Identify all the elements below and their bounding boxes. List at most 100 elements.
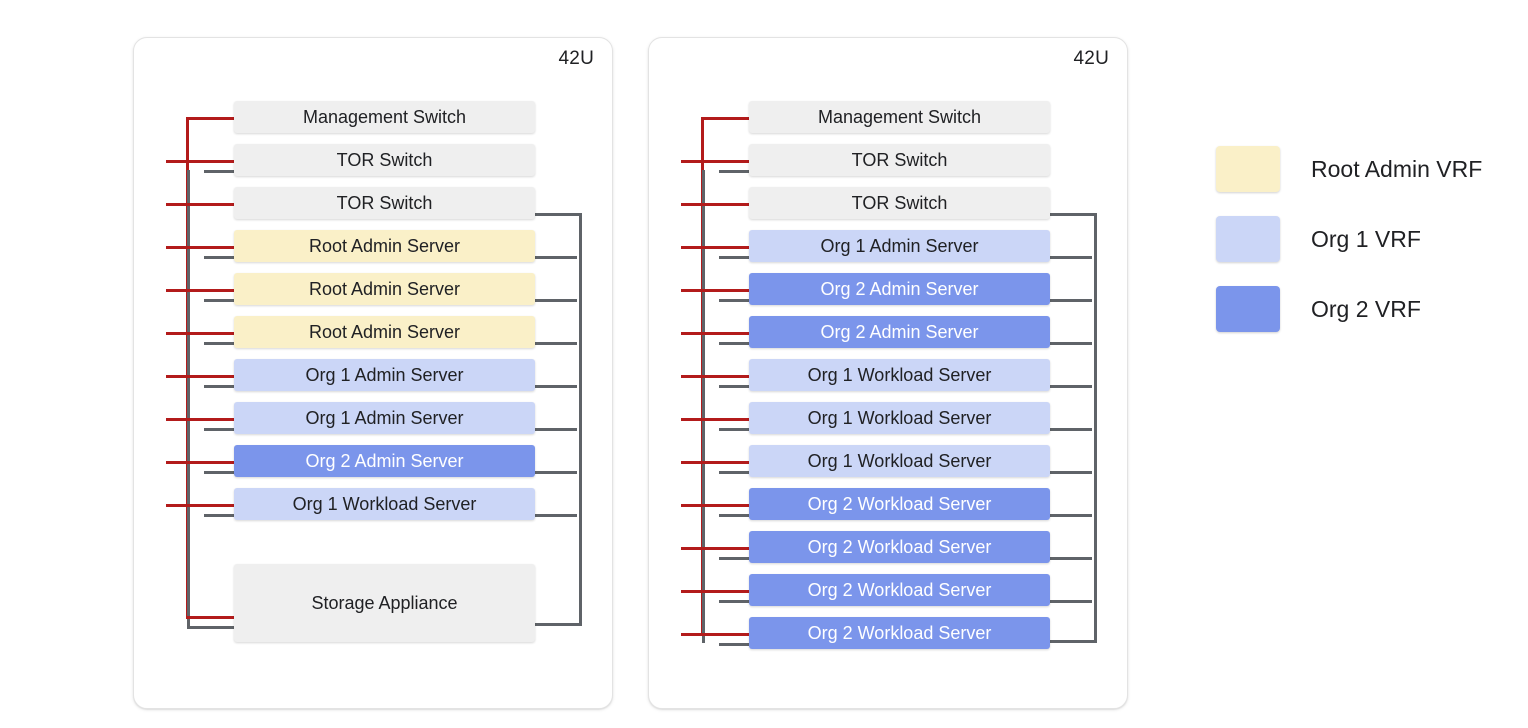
- device-box[interactable]: Management Switch: [234, 101, 535, 133]
- device-box[interactable]: Root Admin Server: [234, 230, 535, 262]
- rack-right-power-lead-4: [681, 289, 749, 292]
- device-label: Org 1 Workload Server: [807, 408, 992, 428]
- rack-left-power-lead-2: [166, 203, 234, 206]
- rack-right-data-lead-10: [719, 557, 749, 560]
- device-box[interactable]: Root Admin Server: [234, 273, 535, 305]
- rack-right-uplink-stub-4: [1050, 299, 1092, 302]
- device-box[interactable]: TOR Switch: [234, 144, 535, 176]
- device-box[interactable]: TOR Switch: [234, 187, 535, 219]
- device-box[interactable]: Org 1 Admin Server: [749, 230, 1050, 262]
- device-label: TOR Switch: [336, 150, 433, 170]
- device-label: Org 1 Admin Server: [820, 236, 979, 256]
- rack-left-uplink-stub-6: [535, 385, 577, 388]
- rack-right-uplink-stub-8: [1050, 471, 1092, 474]
- rack-right-data-bus: [702, 170, 705, 643]
- rack-right-uplink-stub-7: [1050, 428, 1092, 431]
- rack-left-uplink-stub-8: [535, 471, 577, 474]
- rack-left-data-lead-3: [204, 256, 234, 259]
- device-box[interactable]: Org 2 Workload Server: [749, 617, 1050, 649]
- rack-right-data-lead-5: [719, 342, 749, 345]
- device-box[interactable]: Root Admin Server: [234, 316, 535, 348]
- rack-right-power-lead-9: [681, 504, 749, 507]
- device-label: Root Admin Server: [308, 236, 461, 256]
- rack-right-power-lead-11: [681, 590, 749, 593]
- device-box[interactable]: Org 2 Workload Server: [749, 531, 1050, 563]
- legend: Root Admin VRF Org 1 VRF Org 2 VRF: [1216, 146, 1506, 356]
- device-box[interactable]: Org 2 Admin Server: [749, 316, 1050, 348]
- rack-right-power-lead-1: [681, 160, 749, 163]
- device-label: Org 2 Admin Server: [820, 279, 979, 299]
- rack-right-power-lead-3: [681, 246, 749, 249]
- device-box[interactable]: Storage Appliance: [234, 564, 535, 642]
- rack-left-power-lead-6: [166, 375, 234, 378]
- rack-left-power-lead-7: [166, 418, 234, 421]
- rack-left-data-lead-7: [204, 428, 234, 431]
- device-box[interactable]: Org 1 Workload Server: [749, 402, 1050, 434]
- device-box[interactable]: Org 1 Workload Server: [749, 359, 1050, 391]
- device-label: Management Switch: [817, 107, 982, 127]
- device-label: Org 2 Admin Server: [305, 451, 464, 471]
- rack-left-data-lead-1: [204, 170, 234, 173]
- device-box[interactable]: Org 2 Workload Server: [749, 488, 1050, 520]
- device-box[interactable]: Org 2 Admin Server: [234, 445, 535, 477]
- rack-left-power-lead-9: [166, 504, 234, 507]
- device-box[interactable]: TOR Switch: [749, 187, 1050, 219]
- device-box[interactable]: Org 2 Workload Server: [749, 574, 1050, 606]
- rack-right-data-lead-6: [719, 385, 749, 388]
- rack-left-power-lead-3: [166, 246, 234, 249]
- rack-right-data-lead-11: [719, 600, 749, 603]
- rack-left-data-lead-6: [204, 385, 234, 388]
- rack-right-uplink-stub-6: [1050, 385, 1092, 388]
- rack-right-power-lead-10: [681, 547, 749, 550]
- device-label: Org 2 Workload Server: [807, 623, 992, 643]
- rack-right-power-lead-8: [681, 461, 749, 464]
- rack-left-data-lead-9: [204, 514, 234, 517]
- legend-item: Org 2 VRF: [1216, 286, 1421, 332]
- legend-color-swatch: [1216, 286, 1280, 332]
- rack-right-data-lead-1: [719, 170, 749, 173]
- device-label: Root Admin Server: [308, 279, 461, 299]
- device-label: TOR Switch: [336, 193, 433, 213]
- device-box[interactable]: Org 1 Workload Server: [749, 445, 1050, 477]
- device-label: Org 1 Workload Server: [292, 494, 477, 514]
- rack-left-power-lead-5: [166, 332, 234, 335]
- device-box[interactable]: Org 2 Admin Server: [749, 273, 1050, 305]
- rack-right-data-lead-9: [719, 514, 749, 517]
- rack-right-power-lead-7: [681, 418, 749, 421]
- rack-right-power-lead-5: [681, 332, 749, 335]
- rack-left-uplink-stub-7: [535, 428, 577, 431]
- device-label: Org 1 Admin Server: [305, 408, 464, 428]
- rack-right-data-lead-8: [719, 471, 749, 474]
- rack-left-uplink-stub-9: [535, 514, 577, 517]
- rack-left-data-bus: [187, 170, 190, 626]
- rack-right-uplink-stub-10: [1050, 557, 1092, 560]
- rack-right-power-lead-12: [681, 633, 749, 636]
- legend-label: Org 1 VRF: [1311, 225, 1421, 252]
- rack-right-uplink-stub-5: [1050, 342, 1092, 345]
- rack-left-uplink-stub-5: [535, 342, 577, 345]
- legend-color-swatch: [1216, 216, 1280, 262]
- rack-left-power-lead-8: [166, 461, 234, 464]
- device-box[interactable]: TOR Switch: [749, 144, 1050, 176]
- rack-right-uplink-stub-9: [1050, 514, 1092, 517]
- device-label: Org 1 Workload Server: [807, 365, 992, 385]
- device-label: Storage Appliance: [311, 593, 458, 613]
- rack-right-power-lead-0: [701, 117, 749, 120]
- rack-right-power-lead-2: [681, 203, 749, 206]
- legend-color-swatch: [1216, 146, 1280, 192]
- device-label: Root Admin Server: [308, 322, 461, 342]
- rack-left-power-lead-1: [166, 160, 234, 163]
- rack-right-capacity-label: 42U: [1073, 48, 1109, 69]
- rack-left-data-lead-4: [204, 299, 234, 302]
- device-label: Management Switch: [302, 107, 467, 127]
- rack-right-uplink-stub-3: [1050, 256, 1092, 259]
- legend-item: Root Admin VRF: [1216, 146, 1482, 192]
- device-box[interactable]: Org 1 Workload Server: [234, 488, 535, 520]
- legend-item: Org 1 VRF: [1216, 216, 1421, 262]
- rack-right-uplink-loop: [1050, 213, 1097, 643]
- device-box[interactable]: Management Switch: [749, 101, 1050, 133]
- rack-left-power-lead-0: [186, 117, 234, 120]
- device-box[interactable]: Org 1 Admin Server: [234, 359, 535, 391]
- device-box[interactable]: Org 1 Admin Server: [234, 402, 535, 434]
